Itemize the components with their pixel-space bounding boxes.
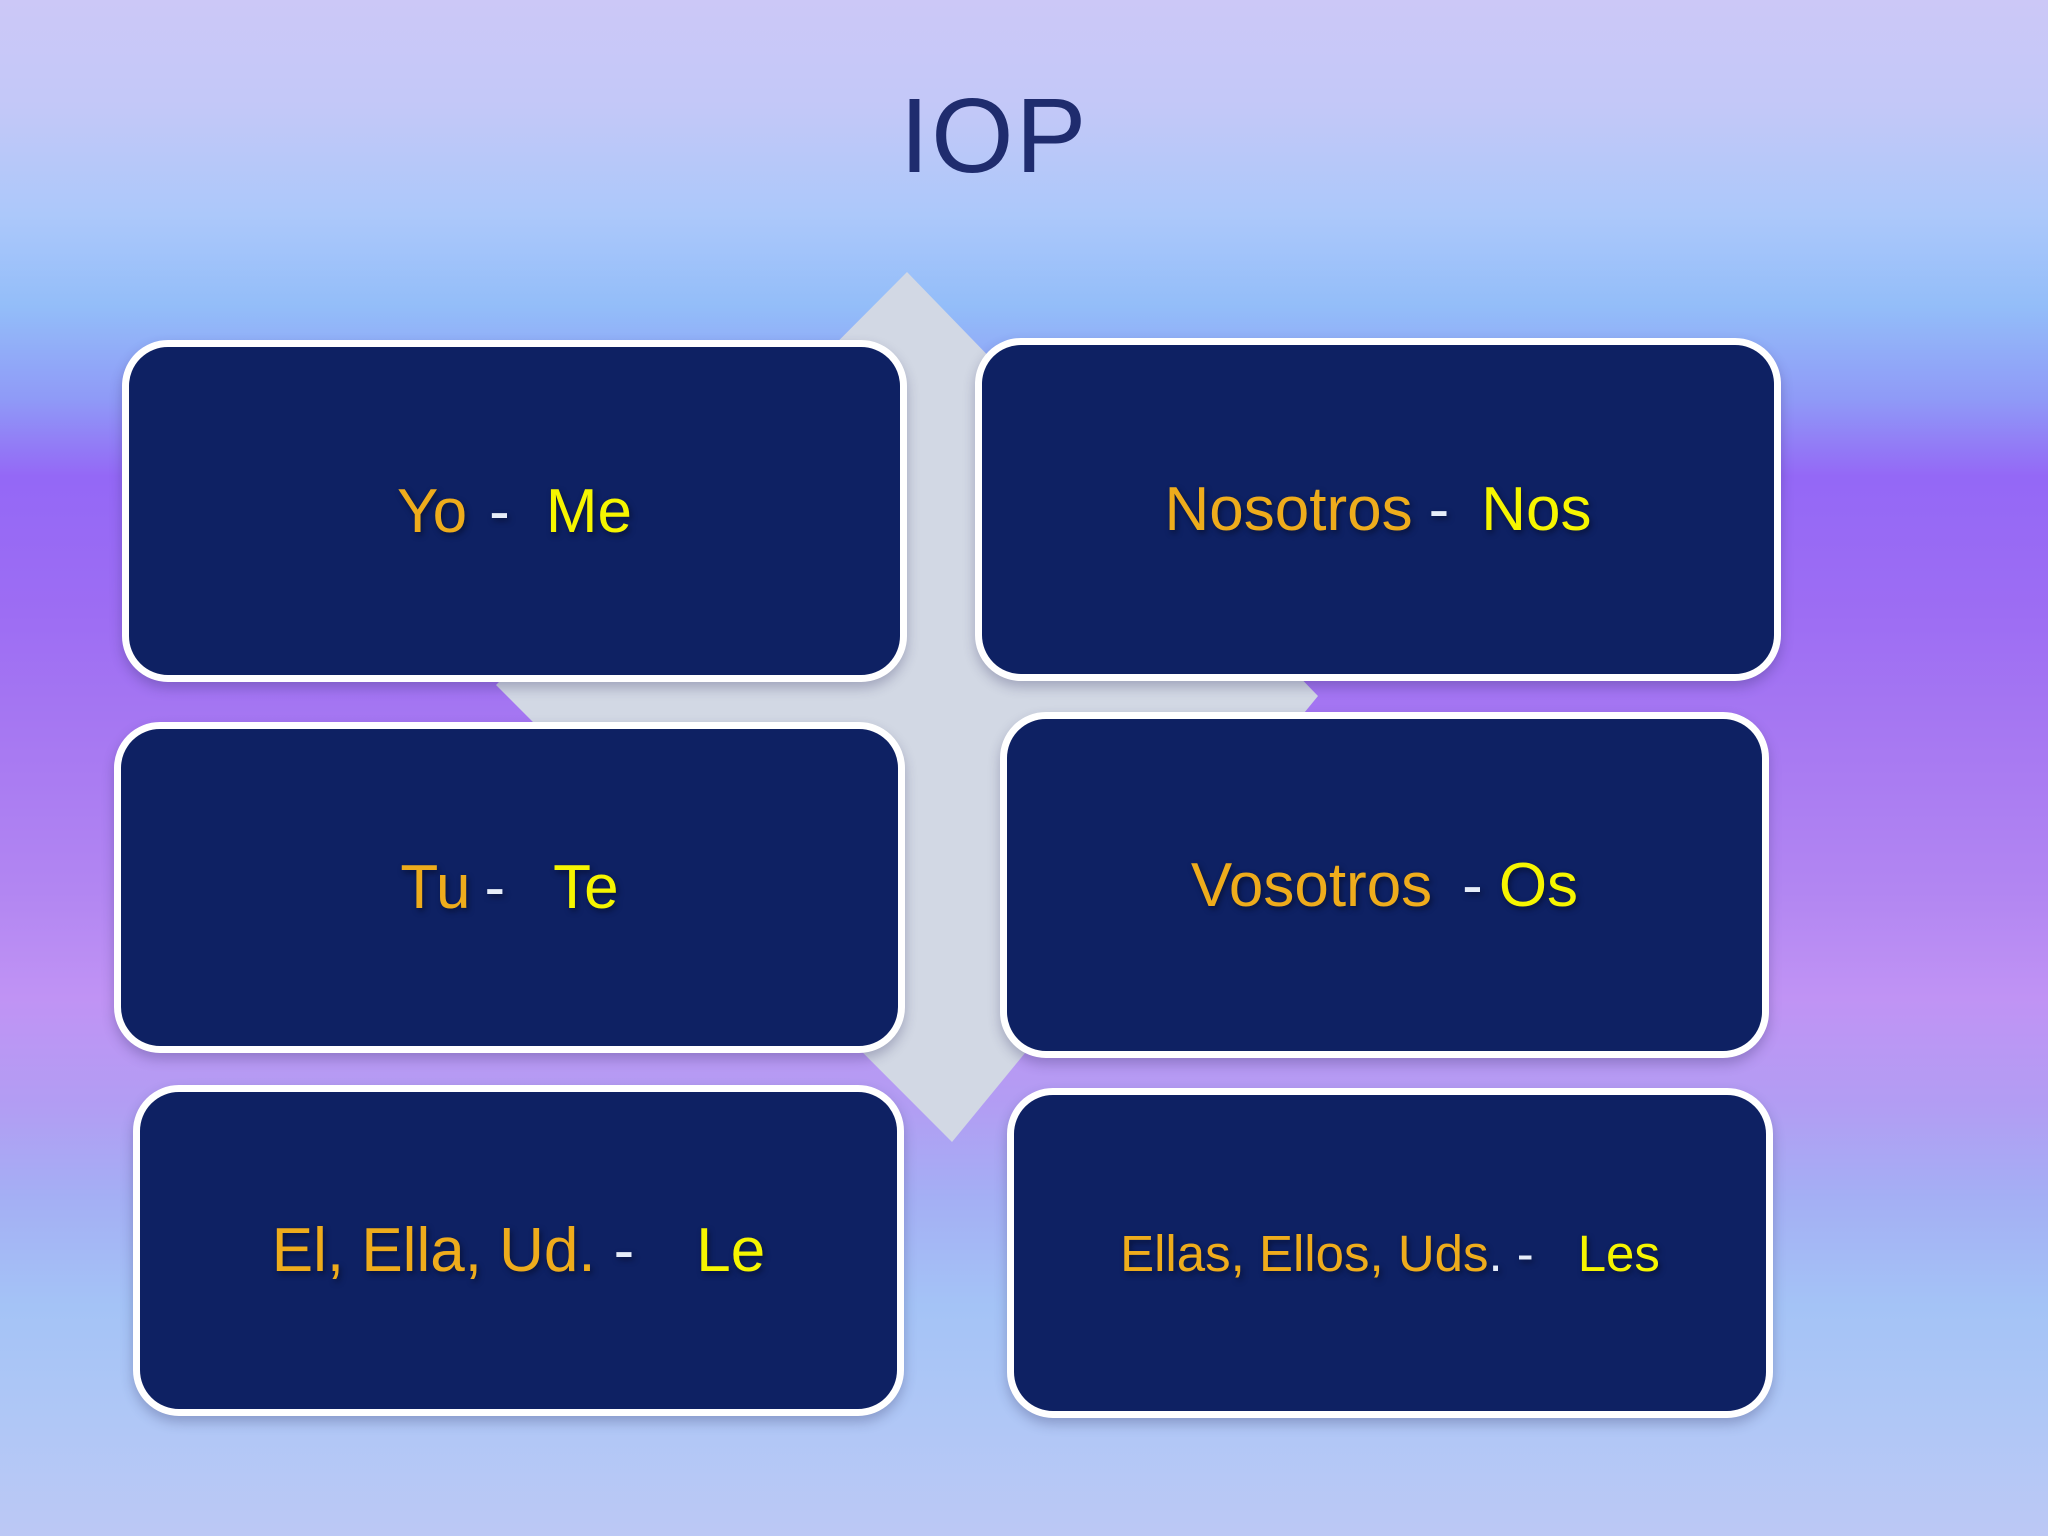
iop-pronoun: Le <box>696 1216 766 1285</box>
spanish-pronoun: El, Ella, Ud. <box>271 1216 596 1285</box>
dash-separator: - <box>613 1216 635 1285</box>
dash-separator: - <box>484 853 506 922</box>
box-ellas-ellos-uds: Ellas, Ellos, Uds. - Les <box>1007 1088 1773 1418</box>
slide-title: IOP <box>899 77 1089 195</box>
box-el-ella-ud: El, Ella, Ud. - Le <box>133 1085 904 1416</box>
dash-separator: - <box>1462 850 1483 920</box>
spanish-pronoun: Vosotros <box>1190 850 1433 920</box>
spanish-pronoun: Nosotros <box>1164 475 1413 544</box>
box-tu: Tu - Te <box>114 722 905 1053</box>
iop-pronoun: Les <box>1577 1224 1660 1282</box>
iop-pronoun: Te <box>553 853 619 922</box>
dash-separator: - <box>1516 1224 1534 1282</box>
spanish-pronoun: Tu <box>400 853 471 922</box>
spanish-pronoun: Yo <box>397 476 468 546</box>
box-yo: Yo - Me <box>122 340 907 682</box>
iop-pronoun: Os <box>1498 850 1579 920</box>
box-nosotros: Nosotros - Nos <box>975 338 1781 681</box>
pronoun-suffix: . <box>1488 1224 1503 1282</box>
dash-separator: - <box>1428 475 1450 544</box>
iop-pronoun: Me <box>545 476 632 546</box>
iop-pronoun: Nos <box>1481 475 1592 544</box>
box-vosotros: Vosotros - Os <box>1000 712 1769 1058</box>
spanish-pronoun: Ellas, Ellos, Uds <box>1120 1224 1489 1282</box>
dash-separator: - <box>489 476 510 546</box>
